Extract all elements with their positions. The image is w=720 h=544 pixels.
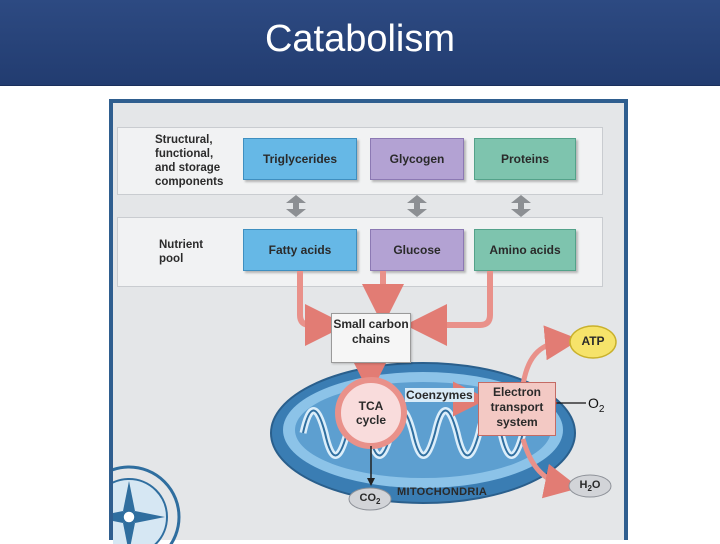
small-carbon-chains-box: Small carbon chains [331,313,411,363]
compass-rose-decoration [113,465,181,544]
title-bar: Catabolism [0,0,720,86]
bidirectional-arrows [286,195,531,217]
storage-band-label: Structural, functional, and storage comp… [155,134,224,188]
arrow-glycogen-glucose [407,195,427,217]
atp-label: ATP [581,334,605,348]
co2-oval [348,487,392,511]
triglycerides-box: Triglycerides [243,138,357,180]
co2-label: CO2 [359,492,381,507]
mitochondria-label: MITOCHONDRIA [397,486,488,498]
o2-label: O2 [588,395,605,415]
flow-arrows [297,271,493,395]
tca-cycle-label: TCA cycle [355,399,387,427]
h2o-arrow [520,438,580,499]
fatty-acids-box: Fatty acids [243,229,357,271]
h2o-oval [568,474,612,498]
amino-acids-box: Amino acids [474,229,576,271]
proteins-box: Proteins [474,138,576,180]
atp-arrow [520,325,580,386]
glucose-box: Glucose [370,229,464,271]
catabolism-figure: Structural, functional, and storage comp… [109,99,628,544]
arrow-proteins-amino-acids [511,195,531,217]
h2o-label: H2O [579,479,601,494]
arrow-triglycerides-fatty-acids [286,195,306,217]
coenzymes-label: Coenzymes [405,388,474,402]
slide-title: Catabolism [264,18,456,60]
nutrient-pool-label: Nutrient pool [159,239,204,265]
glycogen-box: Glycogen [370,138,464,180]
electron-transport-box: Electron transport system [478,382,556,436]
atp-oval [569,325,617,359]
